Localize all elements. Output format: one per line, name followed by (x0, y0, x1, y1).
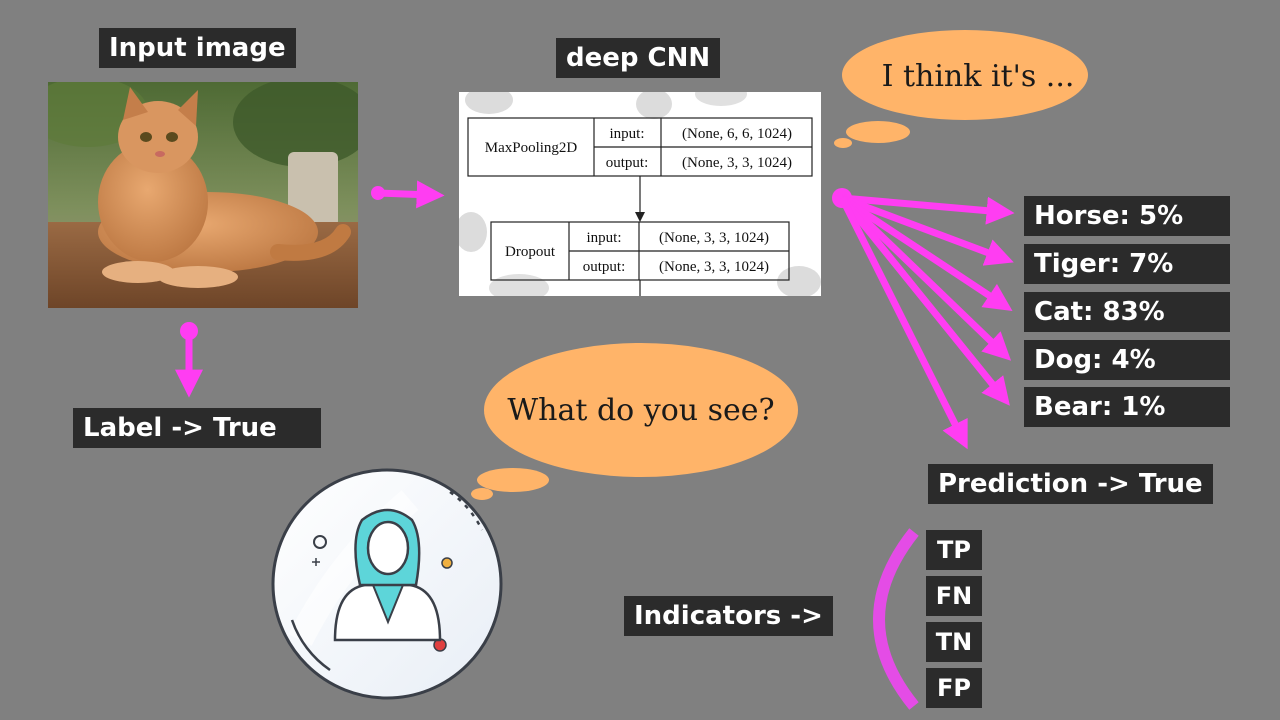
layer1-output-key: output: (606, 155, 649, 171)
indicator-tp: TP (926, 530, 982, 570)
ghost-decoration (465, 92, 513, 114)
label-true-box: Label -> True (73, 408, 321, 448)
person-avatar (271, 468, 503, 700)
class-cat: Cat: 83% (1024, 292, 1230, 332)
layer2-name: Dropout (505, 244, 556, 260)
input-image-label: Input image (99, 28, 296, 68)
indicators-label: Indicators -> (624, 596, 833, 636)
human-thought-bubble: What do you see? (471, 343, 798, 500)
indicator-fn: FN (926, 576, 982, 616)
ghost-decoration (489, 274, 549, 296)
human-bubble-text: What do you see? (507, 393, 774, 428)
layer2-output-key: output: (583, 259, 626, 275)
layer2-output-value: (None, 3, 3, 1024) (659, 259, 769, 275)
class-tiger: Tiger: 7% (1024, 244, 1230, 284)
class-dog: Dog: 4% (1024, 340, 1230, 380)
layer1-input-value: (None, 6, 6, 1024) (682, 126, 792, 142)
indicators-bracket (873, 528, 919, 710)
model-bubble-text: I think it's ... (882, 59, 1075, 94)
layer2-input-key: input: (586, 230, 621, 246)
layer1-name: MaxPooling2D (485, 140, 578, 156)
indicator-fp: FP (926, 668, 982, 708)
arrow-image-to-label (175, 322, 203, 398)
ghost-decoration (459, 212, 487, 252)
class-horse: Horse: 5% (1024, 196, 1230, 236)
model-thought-bubble: I think it's ... (834, 30, 1088, 148)
layer1-output-value: (None, 3, 3, 1024) (682, 155, 792, 171)
arrow-image-to-cnn (371, 180, 445, 209)
class-bear: Bear: 1% (1024, 387, 1230, 427)
cnn-layer-diagram: MaxPooling2D input: (None, 6, 6, 1024) o… (459, 92, 821, 296)
ghost-decoration (695, 92, 747, 106)
prediction-true-box: Prediction -> True (928, 464, 1213, 504)
layer2-input-value: (None, 3, 3, 1024) (659, 230, 769, 246)
indicator-tn: TN (926, 622, 982, 662)
layer1-input-key: input: (609, 126, 644, 142)
cat-photo (48, 82, 358, 308)
ghost-decoration (777, 266, 821, 296)
arrow-fan-to-classes (832, 188, 1015, 450)
ghost-decoration (636, 92, 672, 119)
deep-cnn-label: deep CNN (556, 38, 721, 78)
